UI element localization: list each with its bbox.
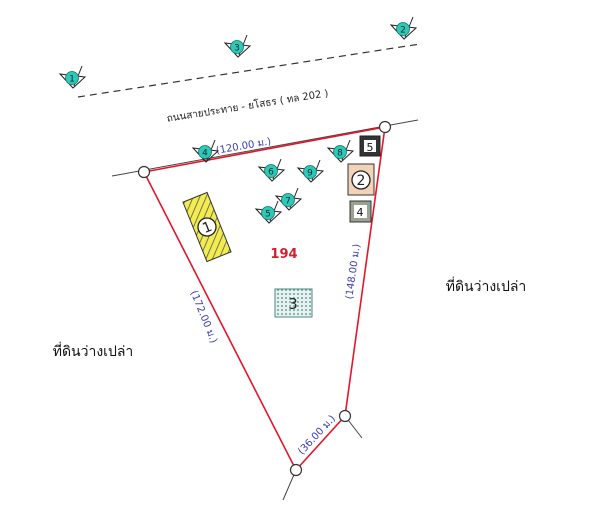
neighbor-label-west: ที่ดินว่างเปล่า [53,342,134,360]
side-label-right: (148.00 ม.) [344,243,363,300]
corner-peg [289,463,303,477]
road-name: ถนนสายประทาย - ยโสธร ( ทล 202 ) [166,86,330,124]
survey-marker-8: 8 [326,139,355,163]
survey-marker-number: 9 [307,169,313,179]
corner-peg [378,120,392,134]
building-3: 3 [274,288,313,318]
building-3-number: 3 [288,295,298,313]
survey-marker-7: 7 [274,187,303,211]
corner-peg [338,409,352,423]
survey-marker-number: 6 [268,168,274,178]
side-label-bottom: (36.00 ม.) [296,413,338,457]
corner-peg [137,165,151,179]
survey-marker-2: 2 [389,16,418,40]
survey-marker-1: 1 [58,65,87,89]
side-label-left: (172.00 ม.) [188,289,219,345]
neighbor-label-east: ที่ดินว่างเปล่า [446,277,527,295]
survey-marker-6: 6 [257,158,286,182]
survey-marker-number: 4 [202,149,208,159]
building-2-number: 2 [357,173,366,189]
survey-marker-number: 5 [265,210,271,220]
building-4-number: 4 [357,206,364,219]
survey-marker-number: 8 [337,149,343,159]
building-5-number: 5 [367,141,374,154]
road-edge-dashed [77,43,421,98]
survey-marker-5: 5 [254,200,283,224]
building-4: 4 [349,200,372,223]
survey-marker-number: 2 [400,26,406,36]
survey-marker-4: 4 [191,139,220,163]
road-edge-solid [111,119,419,177]
building-2: 2 [347,163,375,196]
survey-marker-number: 7 [285,197,291,207]
survey-marker-number: 3 [234,44,240,54]
survey-marker-number: 1 [69,75,75,85]
building-5: 5 [359,135,381,157]
plot-number: 194 [270,247,297,262]
building-1: 1 [182,191,232,263]
survey-marker-9: 9 [296,159,325,183]
survey-marker-3: 3 [223,34,252,58]
